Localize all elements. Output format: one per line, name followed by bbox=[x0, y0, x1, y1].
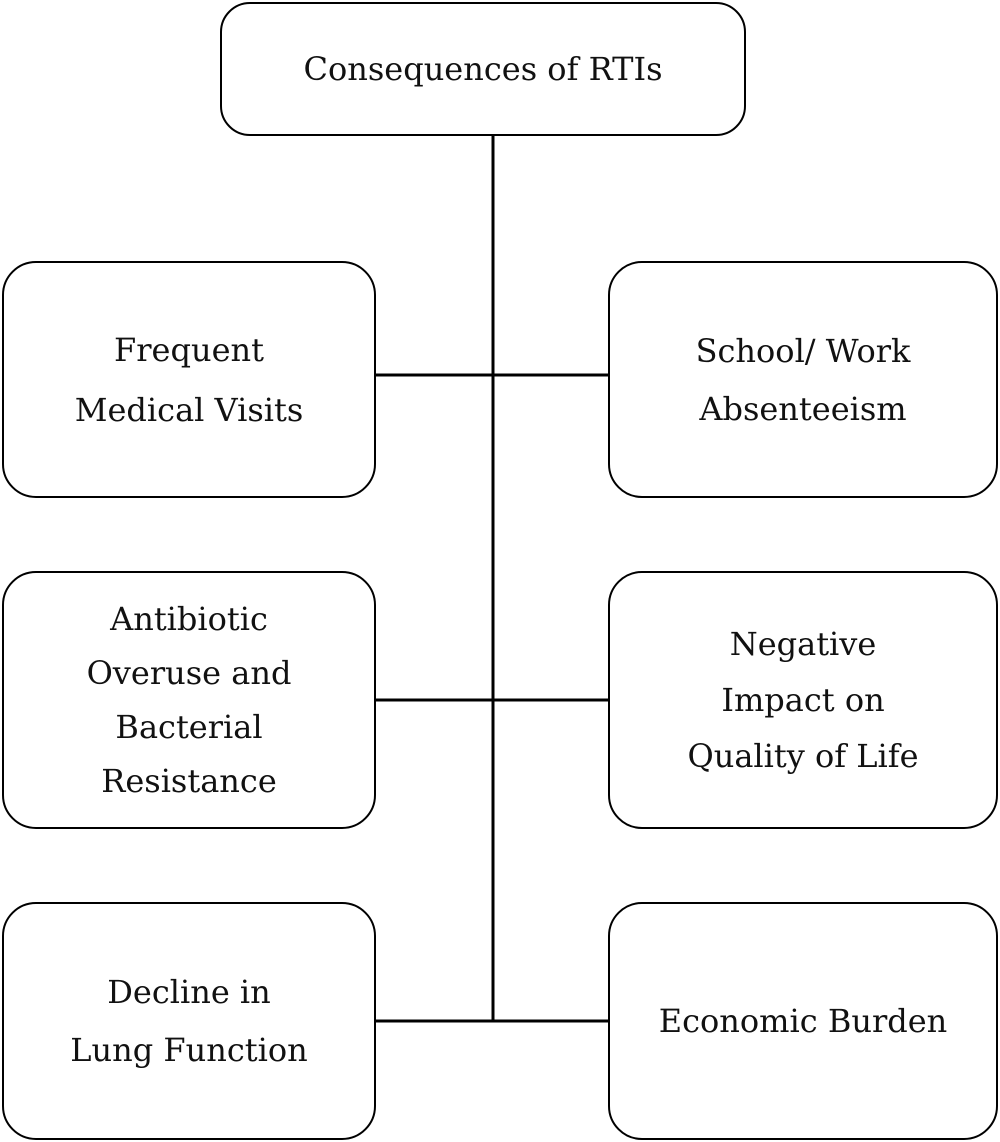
node-label-line: Bacterial bbox=[115, 708, 263, 746]
node-school-work-absenteeism: School/ Work Absenteeism bbox=[608, 261, 998, 498]
node-negative-impact-quality-of-life: Negative Impact on Quality of Life bbox=[608, 571, 998, 829]
node-label-line: Medical Visits bbox=[74, 390, 304, 429]
node-label-line: Quality of Life bbox=[687, 737, 919, 775]
node-label-line: Antibiotic bbox=[110, 600, 268, 638]
node-label-line: Frequent bbox=[114, 330, 264, 369]
root-node: Consequences of RTIs bbox=[220, 2, 746, 136]
node-decline-lung-function: Decline in Lung Function bbox=[2, 902, 376, 1140]
node-economic-burden: Economic Burden bbox=[608, 902, 998, 1140]
node-label-line: Negative bbox=[729, 625, 877, 663]
node-antibiotic-overuse: Antibiotic Overuse and Bacterial Resista… bbox=[2, 571, 376, 829]
node-label-line: Resistance bbox=[101, 762, 277, 800]
node-label-line: Absenteeism bbox=[699, 389, 907, 428]
node-label-line: Impact on bbox=[721, 681, 885, 719]
root-node-label: Consequences of RTIs bbox=[303, 50, 663, 88]
node-label-line: Decline in bbox=[107, 973, 271, 1011]
node-label-line: Lung Function bbox=[70, 1031, 308, 1069]
node-frequent-medical-visits: Frequent Medical Visits bbox=[2, 261, 376, 498]
node-label-line: School/ Work bbox=[695, 331, 911, 370]
node-label-line: Overuse and bbox=[86, 654, 292, 692]
node-label-line: Economic Burden bbox=[658, 1002, 948, 1040]
